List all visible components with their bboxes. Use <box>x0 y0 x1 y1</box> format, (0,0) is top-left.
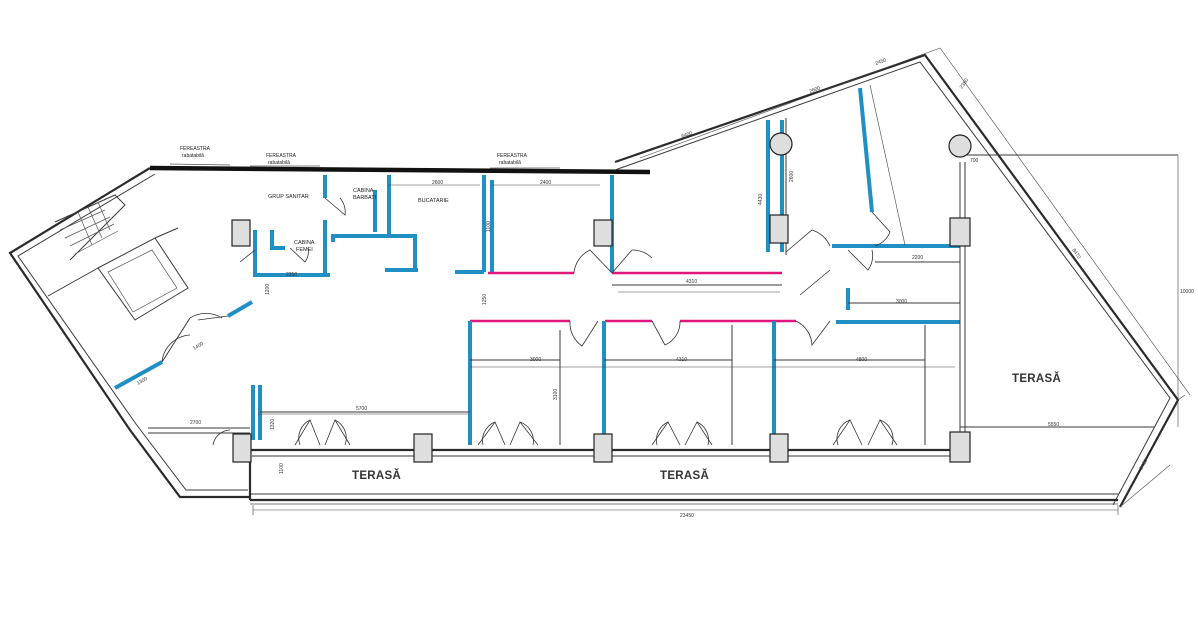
dim-2200: 2200 <box>912 255 923 261</box>
column <box>232 433 252 463</box>
dim-4310-mid: 4310 <box>676 357 687 363</box>
office-thin-walls <box>148 118 1178 445</box>
dim-700: 700 <box>970 158 979 164</box>
column <box>769 433 789 463</box>
room-labels: GRUP SANITAR CABINA BARBATI CABINA FEMEI… <box>268 188 1061 482</box>
label-cabina-barbati-sub: BARBATI <box>353 195 377 201</box>
label-bucatarie: BUCATARIE <box>418 198 449 204</box>
dim-10000: 10000 <box>1180 289 1194 295</box>
dim-1100-b: 1100 <box>279 463 285 474</box>
elevator-shaft <box>97 237 189 321</box>
label-fereastra-3: FEREASTRA <box>497 153 528 159</box>
dim-1320: 1320 <box>270 419 276 430</box>
label-fereastra-1: FEREASTRA <box>180 146 211 152</box>
dim-2600-diag: 2600 <box>809 85 822 95</box>
windows <box>169 163 1186 508</box>
doors <box>197 211 898 446</box>
dim-1300: 1300 <box>136 376 149 387</box>
dim-3000-mid: 3000 <box>530 357 541 363</box>
dim-3100: 3100 <box>553 389 559 400</box>
dim-1200: 1200 <box>265 284 271 295</box>
window-labels: FEREASTRA rabatabilă FEREASTRA rabatabil… <box>180 146 528 166</box>
north-facade <box>149 165 651 175</box>
column <box>231 219 251 247</box>
dim-1400: 1400 <box>192 341 205 352</box>
dim-5700: 5700 <box>356 406 367 412</box>
dim-2600: 2600 <box>432 180 443 186</box>
label-terasa-center: TERASĂ <box>660 469 709 482</box>
label-fereastra-3-sub: rabatabilă <box>499 160 521 166</box>
label-cabina-femei: CABINA <box>294 240 315 246</box>
column <box>949 431 971 463</box>
column <box>413 433 433 463</box>
column <box>593 433 613 463</box>
dim-23450: 23450 <box>680 513 694 519</box>
dim-3000-right: 3000 <box>896 299 907 305</box>
round-column <box>769 132 793 156</box>
label-terasa-right: TERASĂ <box>1012 372 1061 385</box>
label-cabina-femei-sub: FEMEI <box>296 247 313 253</box>
dim-4800: 4800 <box>856 357 867 363</box>
dim-1100: 1100 <box>486 221 492 232</box>
label-terasa-left: TERASĂ <box>352 469 401 482</box>
partition-blue-left-2 <box>226 300 254 318</box>
dim-2700: 2700 <box>190 420 201 426</box>
dimension-labels: 2600 2400 6400 2600 2450 2350 700 4310 2… <box>136 57 1194 519</box>
dim-2450-diag: 2450 <box>1139 458 1150 471</box>
label-fereastra-2: FEREASTRA <box>266 153 297 159</box>
staircase <box>47 194 189 321</box>
partition-blue-left-1 <box>114 360 163 390</box>
columns <box>231 132 972 463</box>
dim-5550: 5550 <box>1048 422 1059 428</box>
round-column <box>948 134 972 158</box>
label-fereastra-2-sub: rabatabilă <box>268 160 290 166</box>
label-fereastra-1-sub: rabatabilă <box>182 153 204 159</box>
sanitary-block <box>239 175 418 277</box>
dim-4430: 4430 <box>758 194 764 205</box>
dim-6400: 6400 <box>681 130 694 140</box>
label-grup-sanitar: GRUP SANITAR <box>268 194 309 200</box>
dim-2450: 2450 <box>875 57 888 67</box>
dim-2600-v: 2600 <box>789 171 795 182</box>
door-left-arc <box>161 334 191 363</box>
dim-8470: 8470 <box>1070 248 1081 261</box>
dim-2350: 2350 <box>959 77 970 90</box>
label-cabina-barbati: CABINA <box>353 188 374 194</box>
dim-2350-left: 2350 <box>286 272 297 278</box>
dim-4310-top: 4310 <box>686 279 697 285</box>
dim-2400: 2400 <box>540 180 551 186</box>
column <box>593 219 613 247</box>
outer-wall-left <box>8 167 250 499</box>
outer-wall-northeast-inner <box>614 61 1171 506</box>
dimension-lines <box>252 47 1191 515</box>
column <box>769 214 789 244</box>
column <box>949 217 971 247</box>
dim-1250: 1250 <box>482 294 488 305</box>
outer-wall-northeast <box>614 53 1180 508</box>
